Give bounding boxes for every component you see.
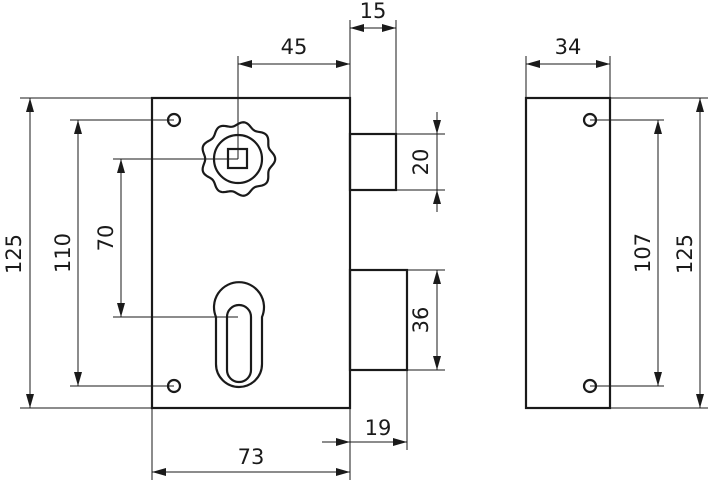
dim-107	[654, 120, 662, 386]
dim-19	[322, 438, 407, 446]
dim-36	[433, 270, 441, 370]
dim-34	[526, 60, 610, 68]
dim-73	[152, 468, 350, 476]
label-70: 70	[94, 225, 118, 252]
side-view: 34 107 125	[524, 35, 708, 410]
label-107: 107	[631, 233, 655, 273]
side-case-outline	[524, 96, 612, 410]
label-45: 45	[281, 35, 308, 59]
label-15: 15	[360, 0, 387, 23]
euro-cylinder-cutout-icon	[212, 281, 266, 389]
label-73: 73	[238, 445, 265, 469]
label-110: 110	[51, 233, 75, 273]
lock-case-outline	[150, 96, 352, 410]
label-20: 20	[409, 149, 433, 176]
label-34: 34	[555, 35, 582, 59]
dim-45	[238, 60, 350, 68]
dim-125-side	[696, 98, 704, 408]
label-125-side: 125	[673, 234, 697, 274]
dim-110	[74, 120, 82, 386]
label-19: 19	[365, 416, 392, 440]
latch-bolt	[348, 132, 398, 192]
label-36: 36	[409, 307, 433, 334]
front-view	[150, 96, 409, 410]
dim-70	[117, 159, 125, 317]
dimension-lines: 125 110 70 45 15 20 36 19 73	[2, 0, 445, 480]
label-125-front: 125	[2, 234, 26, 274]
dim-20	[433, 112, 441, 212]
dim-15	[350, 24, 396, 32]
dead-bolt	[348, 268, 409, 372]
dim-125-front	[26, 98, 34, 408]
